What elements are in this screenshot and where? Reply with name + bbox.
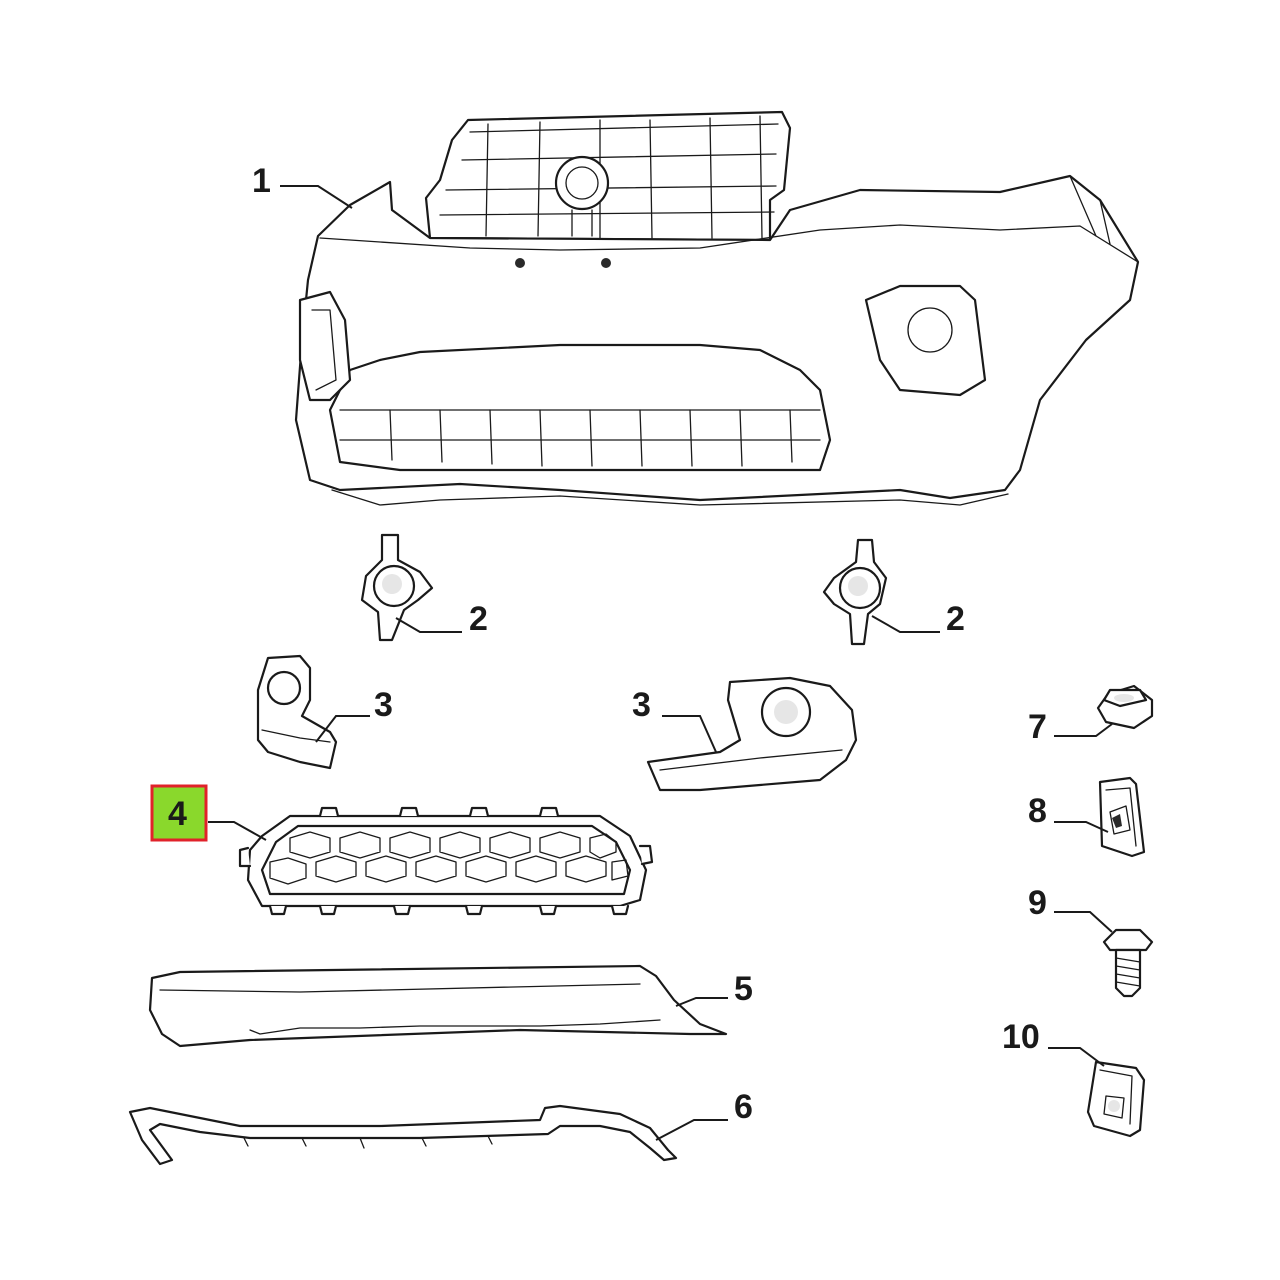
leader-9 <box>1054 911 1113 933</box>
part-4-lower-grille[interactable] <box>238 806 654 916</box>
callout-7[interactable]: 7 <box>1028 708 1047 746</box>
leader-8 <box>1054 821 1109 833</box>
leader-2-left <box>395 617 462 633</box>
leader-10 <box>1048 1047 1105 1067</box>
highlight-box-4 <box>150 784 208 842</box>
leader-2-right <box>871 615 940 633</box>
part-8-spring-clip[interactable] <box>1098 776 1146 858</box>
leader-3-left <box>315 715 370 743</box>
callout-2-right[interactable]: 2 <box>946 600 965 638</box>
part-5-lower-trim[interactable] <box>148 964 728 1048</box>
callout-6[interactable]: 6 <box>734 1088 753 1126</box>
callout-labels: 1 2 2 3 3 4 5 6 7 8 9 10 <box>168 162 1047 1126</box>
part-7-hex-nut[interactable] <box>1096 684 1154 730</box>
leader-6 <box>655 1119 728 1141</box>
callout-5[interactable]: 5 <box>734 970 753 1008</box>
callout-3-left[interactable]: 3 <box>374 686 393 724</box>
part-2-fog-bracket-right[interactable] <box>822 538 888 646</box>
leader-7 <box>1054 723 1113 737</box>
leader-3-right <box>662 715 717 753</box>
callout-2-left[interactable]: 2 <box>469 600 488 638</box>
part-3-fog-bezel-left[interactable] <box>256 654 338 770</box>
callout-1[interactable]: 1 <box>252 162 271 200</box>
leader-1 <box>280 185 353 209</box>
callout-10[interactable]: 10 <box>1002 1018 1040 1056</box>
callout-4[interactable]: 4 <box>168 795 187 833</box>
part-10-u-nut-clip[interactable] <box>1086 1060 1146 1138</box>
part-3-fog-bezel-right[interactable] <box>646 676 858 792</box>
leader-lines <box>208 185 1113 1141</box>
part-6-lower-strip[interactable] <box>128 1104 678 1166</box>
callout-9[interactable]: 9 <box>1028 884 1047 922</box>
part-2-fog-bracket-left[interactable] <box>360 533 434 642</box>
part-9-screw[interactable] <box>1102 928 1154 998</box>
leader-5 <box>675 997 728 1007</box>
callout-8[interactable]: 8 <box>1028 792 1047 830</box>
leader-4 <box>208 821 267 841</box>
callout-3-right[interactable]: 3 <box>632 686 651 724</box>
part-1-front-bumper[interactable] <box>294 110 1140 506</box>
